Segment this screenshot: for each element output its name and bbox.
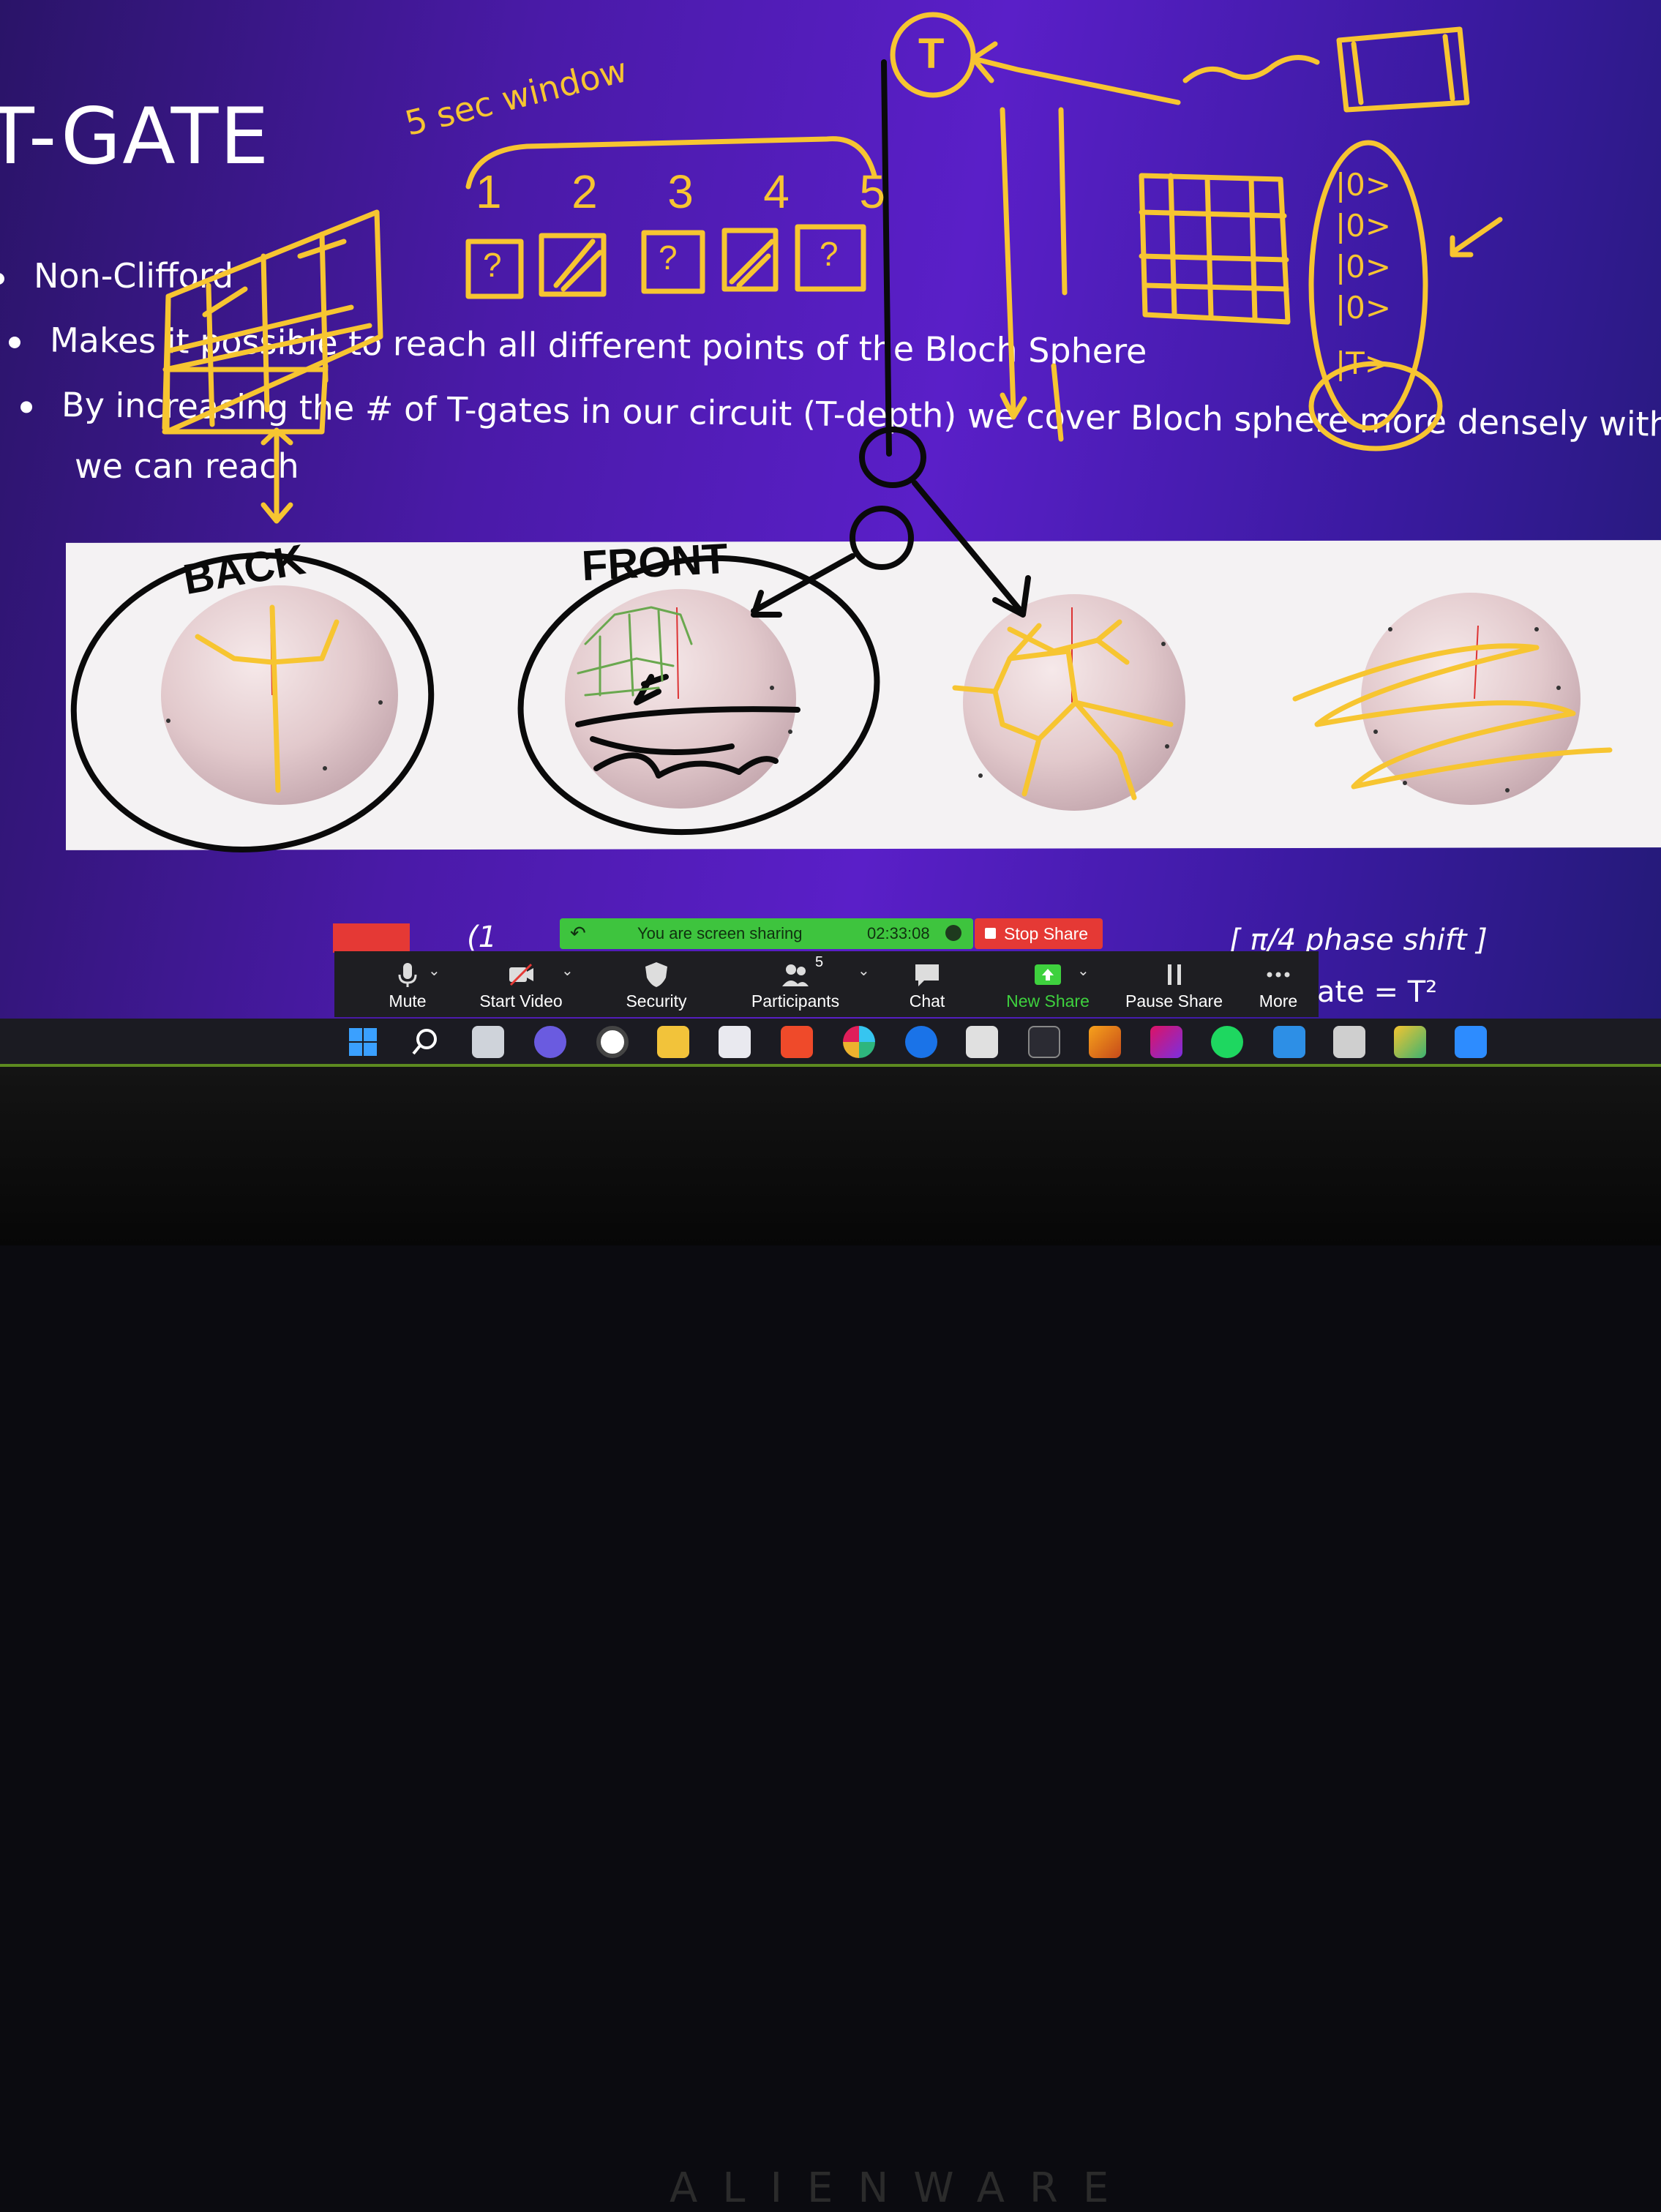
git-icon[interactable]	[1394, 1026, 1426, 1058]
new-share-button[interactable]: New Share	[989, 951, 1106, 1017]
slide-red-marker	[333, 923, 410, 953]
chat-icon	[915, 964, 939, 986]
slot-number: 5	[859, 165, 885, 218]
share-options-chevron-icon[interactable]: ⌄	[1077, 963, 1090, 979]
video-off-icon	[509, 963, 533, 986]
onepassword-icon[interactable]	[905, 1026, 937, 1058]
caption-left: (1	[467, 921, 498, 954]
more-dots-icon	[1267, 972, 1290, 978]
bullet-3-continuation: we can reach	[75, 446, 299, 486]
unity-hub-icon[interactable]	[1333, 1026, 1365, 1058]
sharing-text: You are screen sharing	[637, 924, 803, 942]
question-box-2: ?	[659, 239, 678, 277]
question-box-1: ?	[483, 246, 502, 284]
green-ink	[577, 606, 693, 697]
search-icon[interactable]	[409, 1026, 441, 1058]
ket-list: |0> |0> |0> |0> |T>	[1335, 165, 1391, 384]
pause-icon	[1167, 964, 1181, 985]
slide-title: T-GATE	[0, 91, 271, 181]
share-arrow-icon: ↶	[570, 922, 586, 944]
question-box-3: ?	[820, 235, 839, 273]
share-timer: 02:33:08	[867, 924, 930, 942]
mute-options-chevron-icon[interactable]: ⌄	[428, 963, 440, 979]
security-button[interactable]: Security	[601, 951, 711, 1017]
start-video-button[interactable]: Start Video	[466, 951, 576, 1017]
mute-button[interactable]: Mute	[364, 951, 451, 1017]
ket-item: |T>	[1335, 345, 1390, 381]
bullet-dot	[0, 272, 4, 285]
windows-start-icon[interactable]	[347, 1026, 379, 1058]
snipping-tool-icon[interactable]	[719, 1026, 751, 1058]
black-ink	[70, 59, 1031, 852]
t-gate-label: T	[918, 30, 945, 78]
screen-sharing-banner[interactable]: ↶ You are screen sharing 02:33:08	[560, 918, 973, 949]
state-points	[166, 627, 1561, 792]
ket-item: |0>	[1335, 208, 1392, 244]
laptop-bezel: ALIENWARE	[0, 1067, 1661, 2212]
pause-share-button[interactable]: Pause Share	[1110, 951, 1238, 1017]
slot-number: 2	[571, 165, 598, 218]
spotify-icon[interactable]	[1211, 1026, 1243, 1058]
zoom-icon[interactable]	[1455, 1026, 1487, 1058]
stop-share-button[interactable]: Stop Share	[975, 918, 1103, 949]
ket-item: |0>	[1335, 290, 1392, 326]
numbered-slots: 1 2 3 4 5	[476, 165, 885, 219]
yellow-ink	[162, 12, 1613, 801]
shield-check-icon	[945, 925, 961, 941]
file-explorer-icon[interactable]	[657, 1026, 689, 1058]
windows-taskbar	[0, 1019, 1661, 1067]
slot-number: 4	[763, 165, 790, 218]
vscode-icon[interactable]	[1273, 1026, 1305, 1058]
chrome-icon[interactable]	[596, 1026, 629, 1058]
bloch-sphere-1	[161, 585, 398, 805]
slack-icon[interactable]	[843, 1026, 875, 1058]
front-label: FRONT	[580, 534, 730, 591]
caption-gate: ate = T²	[1317, 975, 1438, 1009]
video-options-chevron-icon[interactable]: ⌄	[561, 963, 574, 979]
unity-icon[interactable]	[966, 1026, 998, 1058]
terminal-icon[interactable]	[1028, 1026, 1060, 1058]
participants-icon	[782, 964, 809, 986]
rider-icon[interactable]	[1150, 1026, 1182, 1058]
teams-chat-icon[interactable]	[534, 1026, 566, 1058]
zoom-toolbar: Mute ⌄ Start Video ⌄ Security 5 Particip…	[334, 951, 1319, 1017]
more-button[interactable]: More	[1242, 951, 1315, 1017]
task-view-icon[interactable]	[472, 1026, 504, 1058]
slot-number: 3	[667, 165, 694, 218]
brave-icon[interactable]	[781, 1026, 813, 1058]
ket-item: |0>	[1335, 167, 1392, 203]
participants-button[interactable]: 5 Participants	[751, 954, 840, 1011]
handwritten-annotations	[70, 12, 1613, 852]
participants-options-chevron-icon[interactable]: ⌄	[858, 963, 870, 979]
participant-count: 5	[815, 954, 824, 970]
shield-icon	[645, 962, 667, 987]
share-arrow-icon	[1035, 964, 1061, 985]
chat-button[interactable]: Chat	[883, 951, 971, 1017]
slot-number: 1	[476, 165, 502, 218]
laptop-brand: ALIENWARE	[670, 2164, 1134, 2212]
stop-icon	[985, 928, 996, 939]
microphone-icon	[398, 963, 417, 987]
bullet-1: Non-Clifford	[0, 256, 233, 296]
ket-item: |0>	[1335, 249, 1392, 285]
matlab-icon[interactable]	[1089, 1026, 1121, 1058]
